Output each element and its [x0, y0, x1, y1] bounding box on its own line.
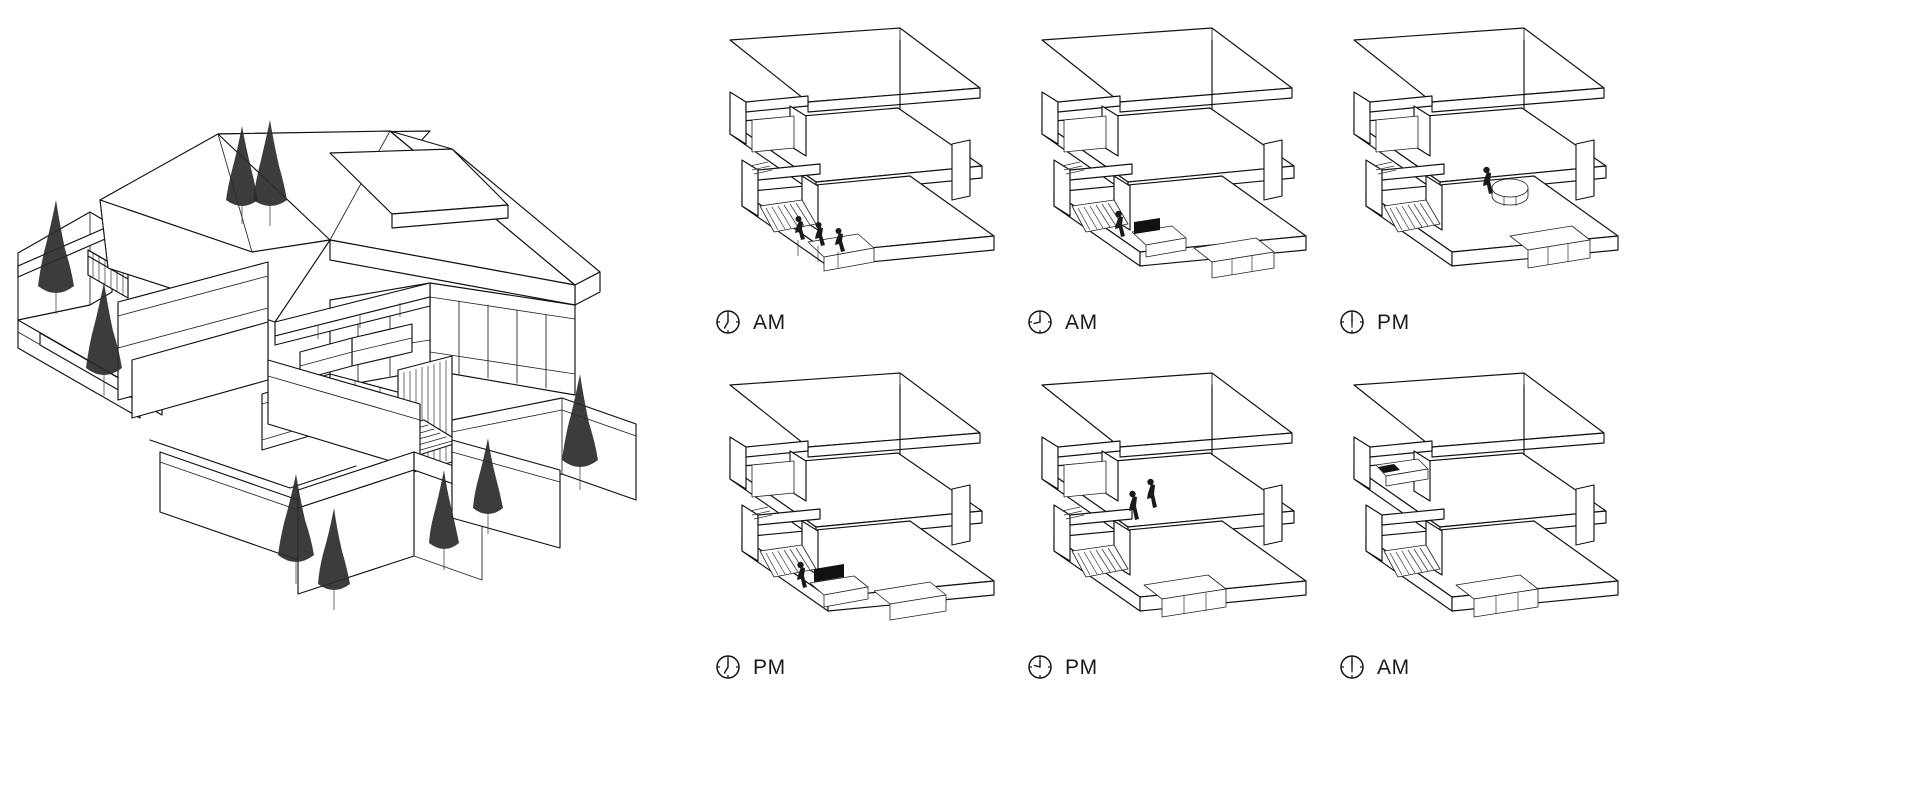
clock-icon: [1028, 655, 1052, 679]
diagram-2-label: AM: [1065, 310, 1098, 334]
low-cabinets: [1143, 574, 1227, 618]
fan-stair: [1383, 544, 1441, 578]
fan-stair: [1071, 544, 1129, 578]
standing-figure-1: [1147, 478, 1157, 508]
living-furniture-group: [1115, 210, 1275, 279]
clock-icon: [716, 655, 740, 679]
diagram-3-caption: PM: [1338, 302, 1410, 342]
standing-figure-2: [1129, 490, 1139, 520]
seated-figure-1: [795, 216, 805, 240]
diagram-cell-2[interactable]: AM: [1002, 10, 1412, 390]
diagram-cell-6[interactable]: AM: [1314, 355, 1724, 735]
diagram-4-art: [690, 355, 1100, 655]
clock-icon: [1028, 310, 1052, 334]
conifer-tree-e: [278, 474, 314, 584]
conifer-tree-c: [38, 200, 74, 314]
diagram-cell-4[interactable]: PM: [690, 355, 1100, 735]
diagram-6-caption: AM: [1338, 647, 1410, 687]
clock-icon: [716, 310, 740, 334]
conifer-tree-d: [86, 282, 122, 396]
kitchen-counter-group: [795, 216, 875, 272]
paving-edge: [149, 439, 357, 489]
diagram-5-caption: PM: [1026, 647, 1098, 687]
diagram-cell-5[interactable]: PM: [1002, 355, 1412, 735]
conifer-tree-i: [562, 374, 598, 490]
lower-level-body: [117, 261, 269, 419]
diagram-5-art: [1002, 355, 1412, 655]
conifer-tree-f: [318, 508, 350, 610]
low-cabinets: [1455, 574, 1539, 618]
conifer-tree-h: [473, 438, 503, 534]
diagram-1-art: [690, 10, 1100, 310]
seated-figure-3: [835, 228, 845, 252]
diagram-1-caption: AM: [714, 302, 786, 342]
seated-figure: [1115, 210, 1125, 237]
desk-group: [797, 561, 947, 621]
balcony-box: [299, 323, 413, 381]
diagram-2-caption: AM: [1026, 302, 1098, 342]
clerestory-band: [274, 282, 431, 346]
standing-figure: [1483, 166, 1493, 194]
dining-group: [1483, 166, 1529, 206]
diagram-4-label: PM: [753, 655, 786, 679]
diagram-6-art: [1314, 355, 1724, 655]
seated-figure-2: [815, 222, 825, 246]
diagram-1-label: AM: [753, 310, 786, 334]
fan-stair: [1383, 199, 1441, 233]
conifer-tree-g: [429, 470, 459, 570]
house-axonometric: [0, 0, 700, 800]
upper-figures-group: [1129, 478, 1157, 520]
diagram-cell-1[interactable]: AM: [690, 10, 1100, 390]
clock-icon: [1340, 655, 1364, 679]
conifer-tree-a: [226, 126, 258, 224]
seated-figure: [797, 561, 807, 588]
diagram-cell-3[interactable]: PM: [1314, 10, 1724, 390]
bed: [1375, 458, 1429, 487]
garden-wall-front-right: [451, 439, 561, 549]
diagram-4-caption: PM: [714, 647, 786, 687]
diagram-3-label: PM: [1377, 310, 1410, 334]
diagram-2-art: [1002, 10, 1412, 310]
diagram-3-art: [1314, 10, 1724, 310]
clock-icon: [1340, 310, 1364, 334]
conifer-tree-b: [253, 120, 287, 226]
diagram-6-label: AM: [1377, 655, 1410, 679]
storage-bench: [1509, 225, 1591, 269]
fan-stair: [1071, 199, 1129, 233]
diagram-5-label: PM: [1065, 655, 1098, 679]
diagram-grid: AM: [690, 0, 1920, 800]
roof-terrace-rear: [329, 148, 509, 229]
